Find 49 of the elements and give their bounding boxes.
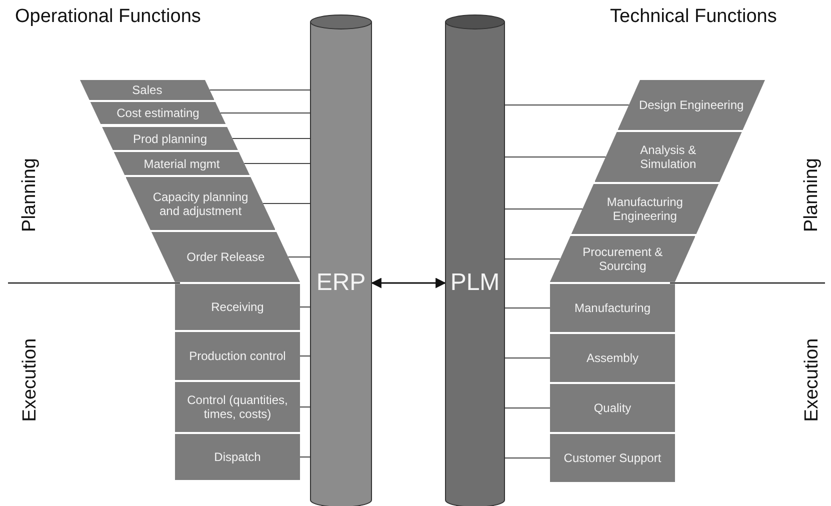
process-box [175,332,300,380]
box-label: Manufacturing [574,301,651,315]
connector-line [300,456,310,458]
box-label: Assembly [586,351,638,365]
row-label: Planning [18,158,41,232]
heading: Technical Functions [610,6,777,28]
connector-line [288,256,310,258]
process-box [175,382,300,432]
process-box [550,434,675,482]
process-box [175,284,300,330]
box-label: Analysis & Simulation [639,143,698,171]
box-label: Cost estimating [116,106,200,120]
row-label: Execution [19,338,42,422]
row-label: Execution [801,338,824,422]
cylinder-label: PLM [449,269,501,297]
cylinder [310,14,372,506]
process-box [550,284,675,332]
box-label: Procurement & Sourcing [582,245,664,273]
connector-line [262,203,310,204]
box-label: Quality [594,401,632,415]
connector-line [232,138,310,139]
box-label: Material mgmt [144,156,220,170]
box-label: Design Engineering [638,98,744,112]
box-label: Order Release [186,250,265,264]
box-label: Manufacturing Engineering [606,195,684,223]
heading: Operational Functions [15,6,201,28]
connector-line [300,406,310,408]
box-label: Receiving [211,300,264,314]
cylinder [445,14,505,506]
box-label: Prod planning [132,132,207,146]
process-box [175,434,300,480]
row-label: Planning [800,158,823,232]
connector-line [504,104,630,106]
box-label: Customer Support [564,451,662,465]
box-label: Production control [189,349,286,363]
box-label: Capacity planning and adjustment [152,190,250,218]
box-label: Sales [132,83,162,97]
connector-line [504,258,561,260]
box-label: Dispatch [214,450,261,464]
box-label: Control (quantities, times, costs) [186,393,289,421]
process-box [550,334,675,382]
connector-line [244,163,310,164]
connector-line [220,112,310,114]
connector-line [504,208,583,210]
cylinder-label: ERP [315,269,367,297]
connector-line [300,306,310,308]
double-arrow [370,278,446,288]
connector-line [504,156,606,158]
process-box [550,384,675,432]
